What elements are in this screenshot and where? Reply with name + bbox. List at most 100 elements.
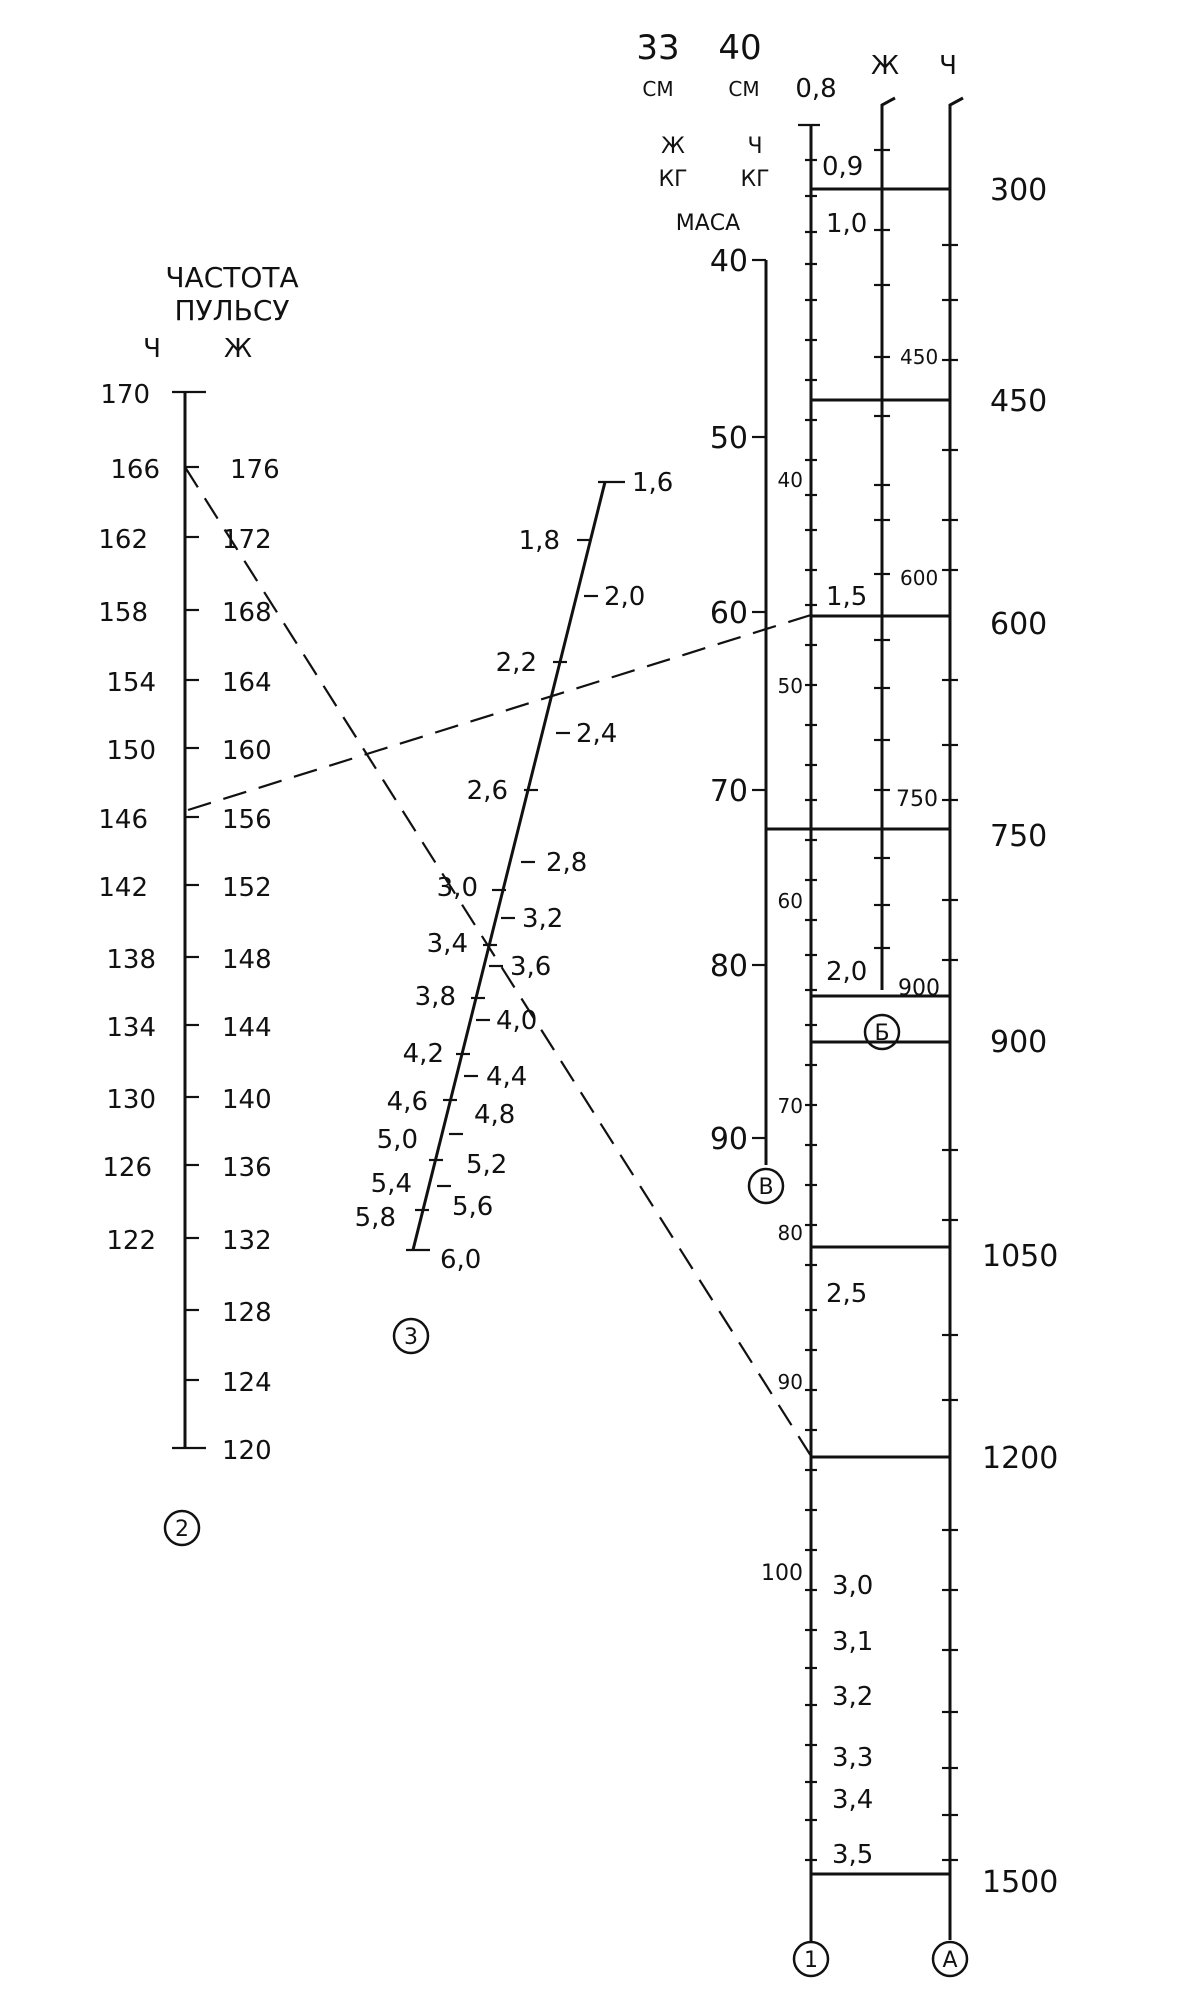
pulse-f-label: 132: [222, 1226, 272, 1256]
work-f-label: 600: [900, 566, 938, 590]
pulse-female-labels: 176 172 168 164 160 156 152 148 144 140 …: [222, 455, 280, 1466]
vo2-labels: 0,9 1,0 1,5 2,0 2,5 3,0 3,1 3,2 3,3 3,4 …: [822, 152, 873, 1870]
marker-v-circle: В: [747, 1167, 785, 1205]
vo2-label: 3,4: [832, 1785, 873, 1815]
pulse-female-heading: Ж: [224, 334, 252, 364]
oxygen-r-label: 4,0: [496, 1006, 537, 1036]
pulse-m-label: 122: [106, 1226, 156, 1256]
oxygen-r-label: 5,2: [466, 1150, 507, 1180]
marker-a-circle: А: [931, 1940, 969, 1978]
oxygen-r-label: 4,8: [474, 1100, 515, 1130]
marker-1-circle: 1: [792, 1940, 830, 1978]
oxygen-l-label: 5,8: [355, 1203, 396, 1233]
mass-m-label: 90: [710, 1122, 748, 1157]
pulse-f-label: 164: [222, 668, 272, 698]
work-female-scale: 450 600 750 900 Б: [863, 96, 940, 1051]
oxygen-scale: 1,8 2,2 2,6 3,0 3,4 3,8 4,2 4,6 5,0 5,4 …: [355, 468, 673, 1355]
pulse-f-label: 124: [222, 1368, 272, 1398]
vo2-label: 0,9: [822, 152, 863, 182]
oxygen-ticks: [406, 480, 625, 1252]
mass-f-label: 40: [778, 468, 803, 492]
oxygen-l-label: 1,8: [519, 526, 560, 556]
example-line-pulse-to-vo2: [184, 466, 812, 1457]
mass-m-label: 60: [710, 596, 748, 631]
vo2-ticks: [805, 158, 817, 1862]
work-male-labels: 300 450 600 750 900 1050 1200 1500: [982, 173, 1058, 1900]
pulse-f-label: 140: [222, 1085, 272, 1115]
oxygen-r-label: 5,6: [452, 1192, 493, 1222]
work-female-axis: [880, 96, 896, 990]
oxygen-l-label: 3,8: [415, 982, 456, 1012]
mass-f-label: 70: [778, 1094, 803, 1118]
oxygen-axis: [411, 481, 607, 1251]
mass-m-label: 80: [710, 949, 748, 984]
pulse-m-label: 158: [98, 598, 148, 628]
step-unit-cm-1: СМ: [642, 77, 673, 101]
pulse-f-label: 160: [222, 736, 272, 766]
mass-f-label: 90: [778, 1370, 803, 1394]
vo2-label: 1,5: [826, 582, 867, 612]
mass-kg-1: КГ: [658, 167, 687, 192]
mass-f-label: 80: [778, 1221, 803, 1245]
mass-male-scale: 40 50 60 70 80 90 В: [710, 244, 785, 1205]
mass-m-label: 70: [710, 774, 748, 809]
marker-2-label: 2: [175, 1517, 189, 1542]
mass-male-ticks: [752, 258, 766, 1140]
pulse-f-label: 144: [222, 1013, 272, 1043]
vo2-label: 3,2: [832, 1682, 873, 1712]
mass-m-label: 50: [710, 421, 748, 456]
marker-v-label: В: [758, 1175, 773, 1200]
mass-m-label: 40: [710, 244, 748, 279]
pulse-m-label: 126: [102, 1153, 152, 1183]
oxygen-l-label: 5,4: [371, 1169, 412, 1199]
pulse-m-label: 166: [110, 455, 160, 485]
example-dashed-lines: [184, 466, 812, 1457]
work-m-label: 1050: [982, 1239, 1058, 1274]
work-f-label: 450: [900, 345, 938, 369]
work-male-scale: 300 450 600 750 900 1050 1200 1500 А: [931, 96, 1058, 1978]
work-m-label: 900: [990, 1025, 1047, 1060]
pulse-m-label: 142: [98, 873, 148, 903]
work-female-ticks: [874, 148, 890, 950]
vo2-label: 2,5: [826, 1279, 867, 1309]
oxygen-l-label: 2,2: [496, 648, 537, 678]
mass-f-label: 60: [778, 889, 803, 913]
pulse-f-label: 148: [222, 945, 272, 975]
work-male-heading: Ч: [939, 51, 957, 81]
work-m-label: 750: [990, 819, 1047, 854]
pulse-m-label: 170: [100, 380, 150, 410]
work-f-label: 750: [896, 787, 938, 812]
oxygen-left-labels: 1,8 2,2 2,6 3,0 3,4 3,8 4,2 4,6 5,0 5,4 …: [355, 526, 560, 1233]
mass-female-labels: 40 50 60 70 80 90 100: [761, 468, 803, 1586]
oxygen-r-label: 6,0: [440, 1245, 481, 1275]
marker-a-label: А: [942, 1948, 957, 1973]
pulse-m-label: 154: [106, 668, 156, 698]
mass-male-heading: Ч: [747, 134, 762, 159]
oxygen-r-label: 4,4: [486, 1062, 527, 1092]
pulse-f-label: 152: [222, 873, 272, 903]
marker-b-label: Б: [874, 1021, 889, 1046]
vo2-label: 3,5: [832, 1840, 873, 1870]
header-labels: 33 СМ 40 СМ Ж КГ Ч КГ МАСА 0,8 Ж Ч: [636, 28, 957, 236]
mass-f-label: 50: [778, 674, 803, 698]
oxygen-r-label: 2,0: [604, 582, 645, 612]
pulse-m-label: 150: [106, 736, 156, 766]
pulse-ticks: [172, 390, 206, 1450]
pulse-m-label: 162: [98, 525, 148, 555]
mass-male-labels: 40 50 60 70 80 90: [710, 244, 748, 1157]
work-male-axis: [948, 96, 964, 1940]
oxygen-right-labels: 1,6 2,0 2,4 2,8 3,2 3,6 4,0 4,4 4,8 5,2 …: [440, 468, 673, 1275]
pulse-scale: ЧАСТОТА ПУЛЬСУ Ч Ж 170 166 162 1: [98, 261, 299, 1547]
vo2-label: 3,1: [832, 1627, 873, 1657]
oxygen-l-label: 3,4: [427, 929, 468, 959]
marker-b-circle: Б: [863, 1013, 901, 1051]
work-m-label: 1200: [982, 1441, 1058, 1476]
pulse-f-label: 120: [222, 1436, 272, 1466]
work-m-label: 450: [990, 384, 1047, 419]
oxygen-r-label: 3,6: [510, 952, 551, 982]
pulse-f-label: 172: [222, 525, 272, 555]
oxygen-l-label: 3,0: [437, 873, 478, 903]
pulse-f-label: 156: [222, 805, 272, 835]
step-height-33: 33: [636, 28, 679, 68]
